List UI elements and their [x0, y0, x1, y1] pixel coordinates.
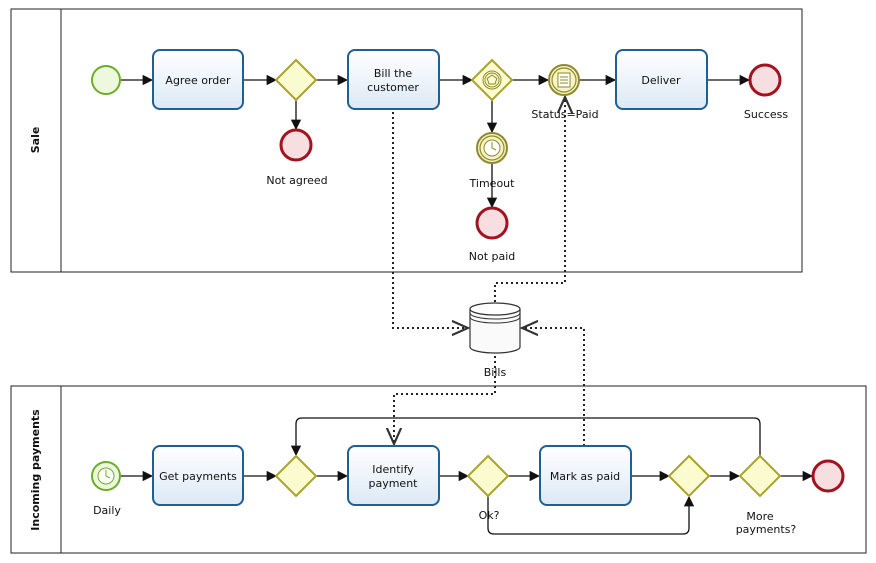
- end-event-success[interactable]: Success: [744, 63, 789, 121]
- task-identify-payment-label-2: payment: [368, 477, 418, 490]
- task-mark-as-paid-label: Mark as paid: [550, 470, 620, 483]
- task-bill-customer-label-2: customer: [367, 81, 419, 94]
- data-store-bills-label: Bills: [484, 366, 507, 379]
- task-get-payments[interactable]: Get payments: [152, 445, 244, 506]
- end-event-success-label: Success: [744, 108, 789, 121]
- task-bill-customer[interactable]: Bill the customer: [347, 49, 440, 110]
- task-mark-as-paid[interactable]: Mark as paid: [539, 445, 632, 506]
- task-identify-payment[interactable]: Identify payment: [347, 445, 440, 506]
- end-event-not-paid[interactable]: Not paid: [469, 206, 516, 263]
- intermediate-event-timeout[interactable]: Timeout: [469, 132, 516, 190]
- condition-icon: [557, 72, 571, 88]
- gateway-more-payments-label-2: payments?: [736, 523, 797, 536]
- end-event-incoming[interactable]: [811, 459, 845, 493]
- start-event-sale[interactable]: [91, 65, 121, 95]
- pool-sale-label: Sale: [29, 127, 42, 154]
- task-agree-order-label: Agree order: [165, 74, 231, 87]
- gateway-event-based[interactable]: [470, 58, 514, 102]
- end-event-not-agreed-label: Not agreed: [266, 174, 327, 187]
- intermediate-event-status-paid[interactable]: Status=Paid: [531, 64, 599, 121]
- intermediate-event-status-paid-label: Status=Paid: [531, 108, 598, 121]
- pool-sale: Sale: [10, 8, 803, 273]
- gateway-ok-label: Ok?: [479, 509, 500, 522]
- data-store-bills[interactable]: Bills: [469, 302, 521, 379]
- gateway-more-payments-label-1: More: [746, 510, 774, 523]
- gateway-merge-ok[interactable]: [667, 454, 711, 498]
- gateway-merge-loop[interactable]: [274, 454, 318, 498]
- task-agree-order[interactable]: Agree order: [152, 49, 244, 110]
- task-deliver-label: Deliver: [641, 74, 681, 87]
- end-event-not-agreed[interactable]: Not agreed: [266, 128, 328, 187]
- task-bill-customer-label-1: Bill the: [374, 67, 412, 80]
- sequence-flows-sale: [121, 74, 751, 209]
- sequence-flows-incoming: [121, 417, 814, 535]
- gateway-more-payments[interactable]: More payments?: [736, 454, 797, 536]
- task-identify-payment-label-1: Identify: [372, 463, 414, 476]
- start-event-daily[interactable]: Daily: [91, 461, 121, 517]
- start-event-daily-label: Daily: [93, 504, 121, 517]
- gateway-agree[interactable]: [274, 58, 318, 102]
- gateway-ok[interactable]: Ok?: [466, 454, 510, 522]
- end-event-not-paid-label: Not paid: [469, 250, 516, 263]
- task-deliver[interactable]: Deliver: [615, 49, 708, 110]
- task-get-payments-label: Get payments: [159, 470, 237, 483]
- pool-incoming-label: Incoming payments: [29, 409, 42, 531]
- intermediate-event-timeout-label: Timeout: [469, 177, 516, 190]
- data-associations: [393, 97, 585, 446]
